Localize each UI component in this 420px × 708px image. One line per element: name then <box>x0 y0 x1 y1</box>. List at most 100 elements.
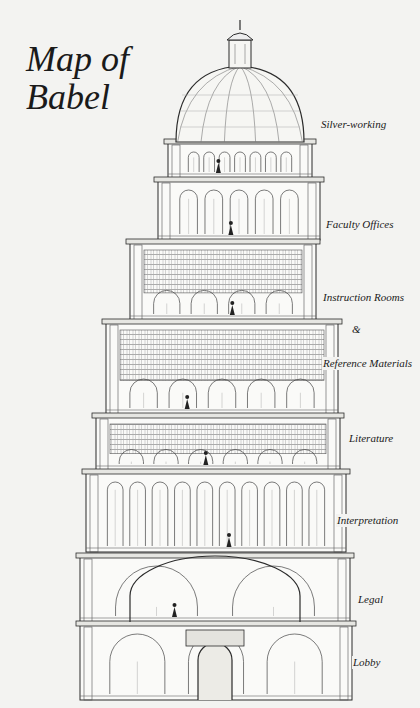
figure <box>185 399 190 409</box>
tower-stroke <box>272 490 273 546</box>
tower-stroke <box>289 199 290 234</box>
tower-stroke <box>131 462 132 464</box>
cornice <box>102 319 342 324</box>
tower-stroke <box>160 490 161 546</box>
arch-window <box>266 290 292 314</box>
tower-stroke <box>235 462 236 464</box>
cornice <box>82 469 350 474</box>
arch-window <box>110 634 165 694</box>
floor-section <box>158 180 320 240</box>
tower-stroke <box>239 199 240 234</box>
arch-window <box>175 482 191 546</box>
arch-window <box>242 482 258 546</box>
cornice <box>76 621 356 626</box>
grand-arch <box>130 556 300 622</box>
tower-stroke <box>204 490 205 546</box>
floor-section <box>80 556 350 622</box>
floor-label: Interpretation <box>336 514 399 527</box>
tower-stroke <box>96 466 340 467</box>
door <box>198 643 232 700</box>
figure <box>228 225 233 235</box>
tower-stroke <box>273 607 274 616</box>
dome-rib <box>240 66 279 142</box>
arch-window <box>223 449 247 464</box>
tower-stroke <box>158 236 320 237</box>
arch-window <box>169 379 196 408</box>
arch-window <box>264 482 280 546</box>
figure <box>216 159 220 163</box>
figure <box>204 451 208 455</box>
column <box>84 559 92 622</box>
cornice <box>92 413 344 418</box>
tower-stroke <box>188 199 189 234</box>
tower-stroke <box>182 393 183 408</box>
column <box>84 627 92 700</box>
pediment <box>186 630 244 646</box>
arch-window <box>180 190 198 234</box>
arch-window <box>130 379 157 408</box>
arch-window <box>107 482 123 546</box>
tower-stroke <box>261 393 262 408</box>
arch-window <box>152 482 168 546</box>
column <box>300 145 308 178</box>
tower-stroke <box>200 462 201 464</box>
dome-rib <box>240 66 256 142</box>
arch-window <box>287 379 314 408</box>
arch-window <box>204 152 215 172</box>
tower-stroke <box>249 490 250 546</box>
column <box>110 325 118 414</box>
tower-stroke <box>115 490 116 546</box>
column <box>304 245 312 320</box>
map-title: Map of Babel <box>26 40 138 116</box>
arch-window <box>293 449 317 464</box>
floor-label: Silver-working <box>320 118 387 131</box>
arch-window <box>191 290 217 314</box>
tower-stroke <box>193 157 194 172</box>
arch-window <box>255 190 273 234</box>
dome-rib <box>178 66 240 142</box>
dome-rib <box>201 66 240 142</box>
figure <box>203 455 208 465</box>
floor-label: Literature <box>348 432 394 445</box>
dome-rib <box>240 66 302 142</box>
arch-window <box>188 152 199 172</box>
tower-stroke <box>294 662 295 694</box>
tower-stroke <box>264 199 265 234</box>
tower-stroke <box>106 410 338 411</box>
floor-section <box>96 416 340 470</box>
tower-stroke <box>166 462 167 464</box>
tower-stroke <box>180 127 300 128</box>
bookshelves <box>144 250 302 293</box>
tower-stroke <box>143 393 144 408</box>
tower-stroke <box>227 33 253 40</box>
tower-stroke <box>240 157 241 172</box>
arch-window <box>247 379 274 408</box>
arch-window <box>281 190 299 234</box>
column <box>134 245 142 320</box>
tower-stroke <box>166 303 167 314</box>
figure <box>173 603 177 607</box>
bookshelves <box>120 330 324 381</box>
column <box>100 419 108 470</box>
arch-window <box>154 290 180 314</box>
arch-window <box>219 152 230 172</box>
cornice <box>126 239 320 244</box>
tower-stroke <box>304 462 305 464</box>
dome-rib <box>224 66 240 142</box>
tower-stroke <box>209 157 210 172</box>
tower-stroke <box>130 316 316 317</box>
tower-stroke <box>294 490 295 546</box>
tower-stroke <box>235 44 236 64</box>
tower-stroke <box>239 20 240 30</box>
figure <box>229 221 233 225</box>
column <box>328 419 336 470</box>
column <box>162 183 170 240</box>
tower-stroke <box>241 303 242 314</box>
tower-stroke <box>182 490 183 546</box>
tower-stroke <box>300 393 301 408</box>
figure <box>216 163 221 173</box>
figure <box>230 305 235 315</box>
floor-label: Faculty Offices <box>325 218 395 231</box>
arch-window <box>154 449 178 464</box>
tower-stroke <box>181 111 299 112</box>
